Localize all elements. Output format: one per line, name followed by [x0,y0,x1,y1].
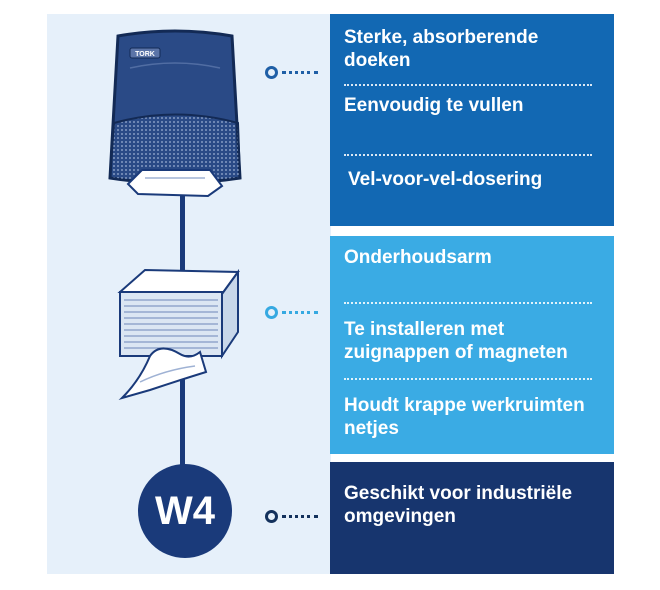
w4-badge: W4 [138,464,232,558]
feature-group-refill: Onderhoudsarm Te installeren met zuignap… [330,236,614,454]
connector-dots [282,310,318,314]
feature-text: Onderhoudsarm [344,247,492,268]
feature-text: Te installeren met zuignappen of magnete… [344,319,568,363]
dispenser-illustration: TORK [108,29,242,198]
connector-ring-icon [265,305,278,319]
feature-text: Vel-voor-vel-dosering [348,169,543,190]
dotted-divider [344,302,592,304]
dotted-divider [344,154,592,156]
dotted-divider [344,84,592,86]
feature-group-dispenser: Sterke, absorberende doeken Eenvoudig te… [330,14,614,226]
connector-2 [265,302,318,322]
feature-text: Sterke, absorberende doeken [344,27,539,71]
dotted-divider [344,378,592,380]
connector-1 [265,62,318,82]
connector-3 [265,506,318,526]
brand-logo: TORK [135,51,155,58]
connector-dots [282,514,318,518]
feature-text: Eenvoudig te vullen [344,95,524,116]
connector-dots [282,70,318,74]
feature-text: Houdt krappe werkruimten netjes [344,395,585,439]
feature-group-w4: Geschikt voor industriële omgevingen [330,462,614,574]
refill-pack-illustration [117,268,240,401]
feature-text: Geschikt voor industriële omgevingen [344,483,573,527]
connector-ring-icon [265,65,278,79]
connector-ring-icon [265,509,278,523]
